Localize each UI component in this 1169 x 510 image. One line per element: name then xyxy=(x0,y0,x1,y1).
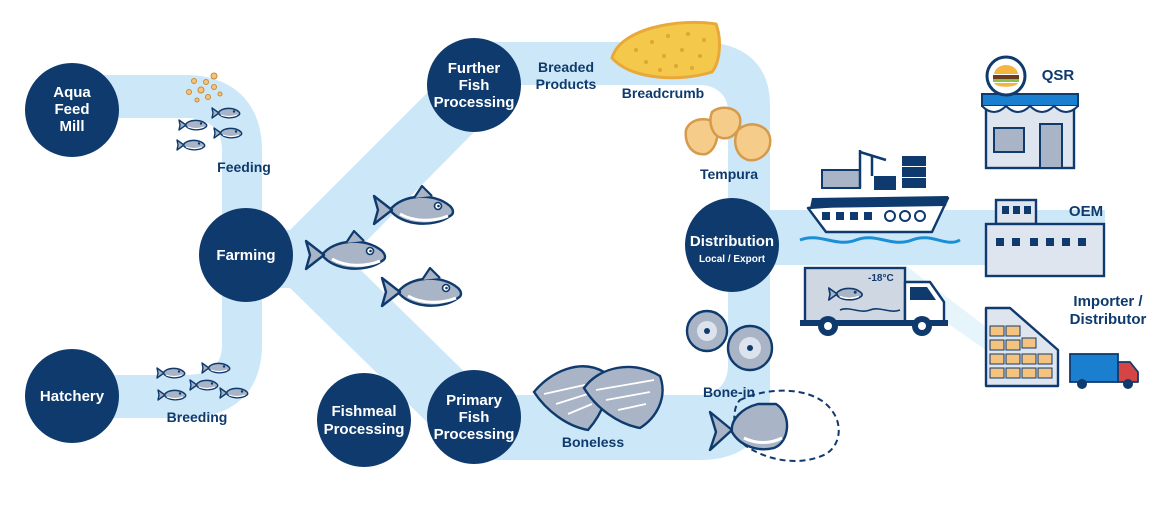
label-boneless: Boneless xyxy=(562,434,624,450)
fish-fillet-icon xyxy=(532,365,664,432)
label-feeding: Feeding xyxy=(217,159,271,175)
refrigerated-truck-icon xyxy=(1069,353,1139,389)
breadcrumb-fillet-icon xyxy=(610,20,721,80)
node-aqua-feed-mill-line3: Mill xyxy=(60,118,85,135)
node-fishmeal-line2: Processing xyxy=(324,421,405,438)
node-hatchery-label: Hatchery xyxy=(40,388,105,405)
dest-qsr-label: QSR xyxy=(1042,67,1075,84)
band-diagonal-up xyxy=(290,90,488,288)
dest-importer-label-line2: Distributor xyxy=(1070,311,1147,328)
node-primary-line1: Primary xyxy=(446,392,503,409)
node-primary-fish-processing[interactable]: Primary Fish Processing xyxy=(427,370,521,464)
whole-fish-outline-icon xyxy=(708,389,840,462)
node-further-fish-processing[interactable]: Further Fish Processing xyxy=(427,38,521,132)
node-distribution-sub: Local / Export xyxy=(699,254,766,265)
label-breeding: Breeding xyxy=(167,409,228,425)
tempura-nugget-icon xyxy=(684,106,772,162)
dest-oem-label: OEM xyxy=(1069,203,1103,220)
node-farming-label: Farming xyxy=(216,247,275,264)
node-aqua-feed-mill[interactable]: Aqua Feed Mill xyxy=(25,63,119,157)
label-breadcrumb: Breadcrumb xyxy=(622,85,704,101)
node-further-line3: Processing xyxy=(434,94,515,111)
fish-steak-icon xyxy=(685,309,774,372)
node-distribution-label: Distribution xyxy=(690,233,774,250)
band-hatchery-to-farming xyxy=(90,250,262,418)
node-farming[interactable]: Farming xyxy=(199,208,293,302)
oem-factory-icon xyxy=(984,198,1106,278)
band-feed-to-farming xyxy=(90,75,262,250)
dest-importer-label-line1: Importer / xyxy=(1073,293,1143,310)
node-aqua-feed-mill-line1: Aqua xyxy=(53,84,91,101)
band-diagonal-down xyxy=(290,230,488,425)
label-breaded-products-line2: Products xyxy=(536,76,597,92)
node-fishmeal-line1: Fishmeal xyxy=(331,403,396,420)
refrigerated-truck-icon: -18°C xyxy=(800,266,948,336)
node-aqua-feed-mill-line2: Feed xyxy=(54,101,89,118)
qsr-restaurant-icon xyxy=(981,55,1079,170)
feed-pellet-icon xyxy=(186,72,223,103)
label-tempura: Tempura xyxy=(700,166,758,182)
node-fishmeal-processing[interactable]: Fishmeal Processing xyxy=(317,373,411,467)
node-further-line1: Further xyxy=(448,60,501,77)
cargo-ship-icon xyxy=(799,150,961,244)
node-further-line2: Fish xyxy=(459,77,490,94)
label-breaded-products-line1: Breaded xyxy=(538,59,594,75)
node-distribution[interactable]: Distribution Local / Export xyxy=(685,198,779,292)
node-primary-line3: Processing xyxy=(434,426,515,443)
node-hatchery[interactable]: Hatchery xyxy=(25,349,119,443)
warehouse-icon xyxy=(984,306,1060,388)
node-primary-line2: Fish xyxy=(459,409,490,426)
label-bone-in: Bone-in xyxy=(703,384,755,400)
truck-temperature: -18°C xyxy=(868,273,894,284)
